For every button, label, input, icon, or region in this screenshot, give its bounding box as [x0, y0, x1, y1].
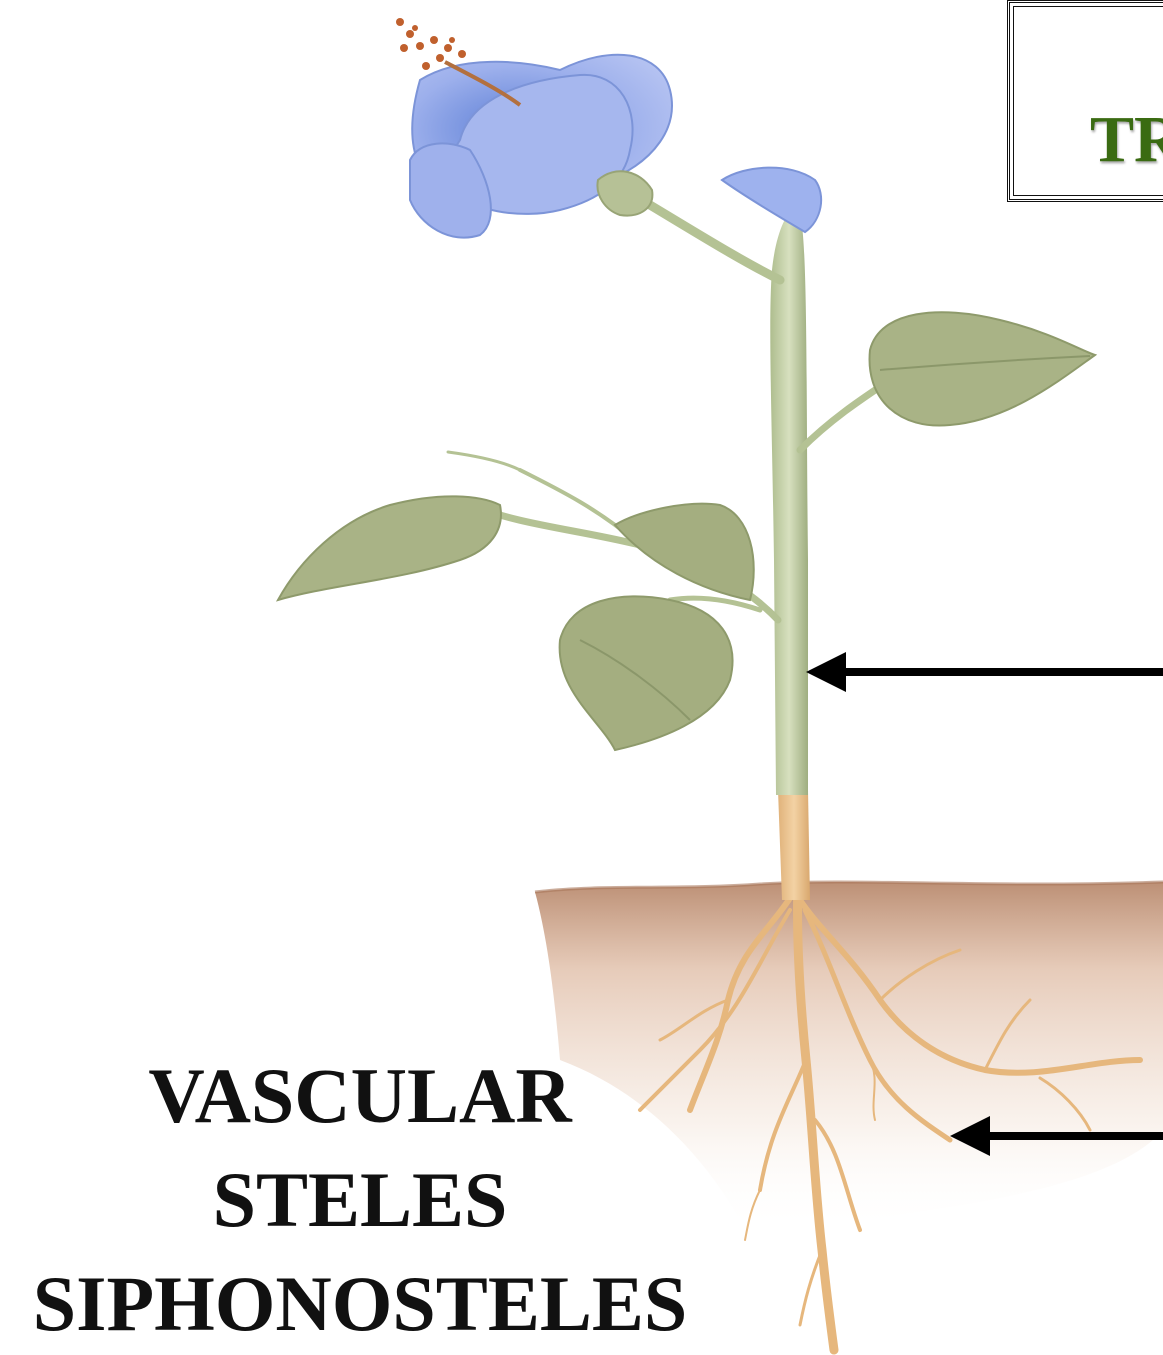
- anthers: [396, 18, 466, 70]
- main-stem: [770, 211, 808, 795]
- label-line-siphonosteles: SIPHONOSTELES: [0, 1252, 720, 1355]
- title-box-text: TR: [1090, 107, 1163, 173]
- calyx: [597, 171, 652, 215]
- hypocotyl: [778, 790, 810, 900]
- leaf-left: [278, 496, 501, 600]
- title-box: TR: [1007, 0, 1163, 202]
- flower-bud: [722, 168, 821, 232]
- flower: [396, 18, 821, 238]
- leaf-lower-left: [560, 596, 733, 750]
- label-line-steles: STELES: [0, 1148, 720, 1252]
- arrow-left-icon: [806, 652, 1163, 692]
- label-line-vascular: VASCULAR: [0, 1044, 720, 1148]
- stele-label: VASCULAR STELES SIPHONOSTELES: [0, 1044, 720, 1355]
- leaf-middle: [615, 504, 754, 600]
- leaves: [278, 312, 1095, 750]
